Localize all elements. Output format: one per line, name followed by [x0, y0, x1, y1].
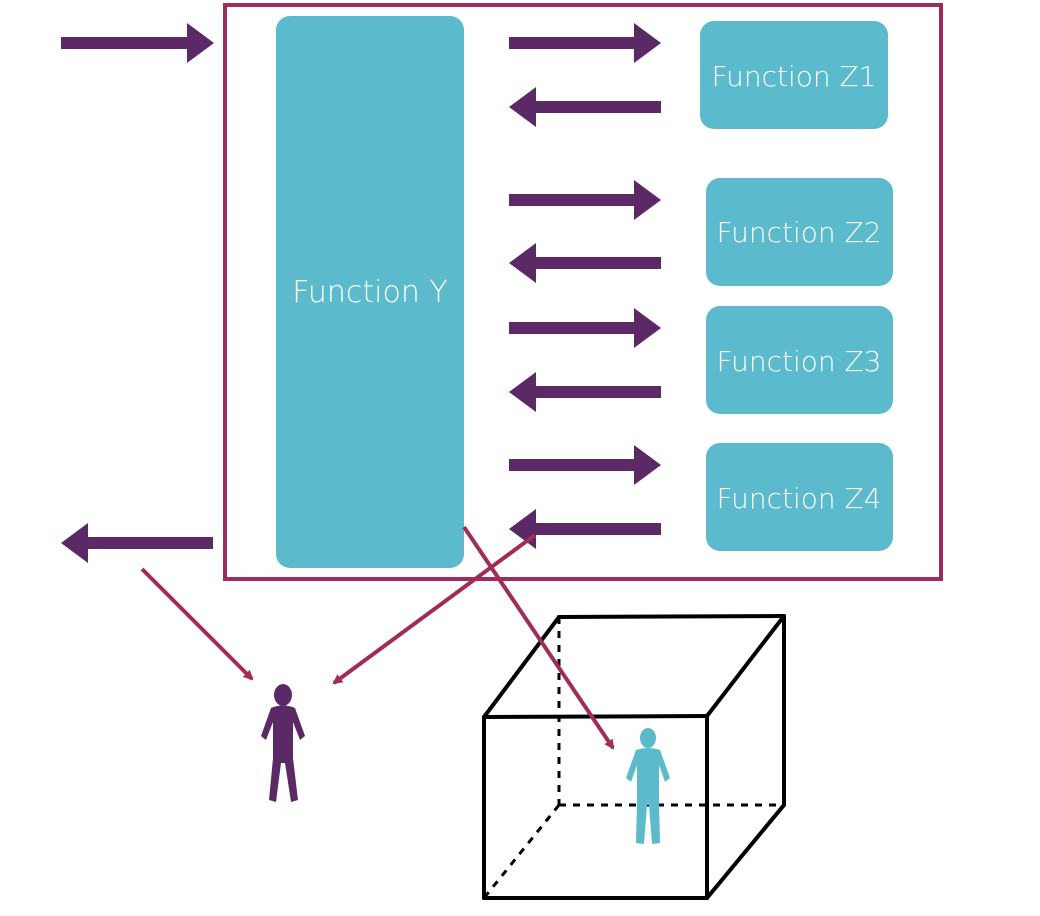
function-y-label: Function Y — [292, 275, 447, 310]
function-y-box: Function Y — [276, 16, 464, 568]
arrow-left-icon — [509, 509, 661, 549]
arrow-right-icon — [509, 23, 661, 63]
system-boundary — [223, 3, 943, 581]
arrow-left-icon — [509, 243, 661, 283]
arrow-left-icon — [509, 87, 661, 127]
function-z4-label: Function Z4 — [717, 482, 882, 515]
arrow-right-icon — [509, 180, 661, 220]
arrow-to-person-left — [332, 533, 537, 685]
function-z2-label: Function Z2 — [717, 216, 882, 249]
cube-hidden-edges — [482, 617, 784, 899]
function-z1-box: Function Z1 — [700, 21, 888, 129]
arrow-to-person-left — [140, 567, 254, 681]
arrow-left-icon — [61, 523, 213, 563]
arrow-left-icon — [509, 372, 661, 412]
cube-icon — [482, 614, 786, 900]
function-z2-box: Function Z2 — [706, 178, 893, 286]
person-icon — [261, 684, 305, 802]
function-z4-box: Function Z4 — [706, 443, 893, 551]
arrow-right-icon — [509, 445, 661, 485]
function-z3-box: Function Z3 — [706, 306, 893, 414]
function-z3-label: Function Z3 — [717, 345, 882, 378]
person-icon — [626, 728, 670, 844]
function-z1-label: Function Z1 — [712, 60, 877, 93]
arrow-right-icon — [509, 308, 661, 348]
arrow-right-icon — [61, 23, 214, 63]
arrow-to-person-inside — [462, 525, 615, 750]
